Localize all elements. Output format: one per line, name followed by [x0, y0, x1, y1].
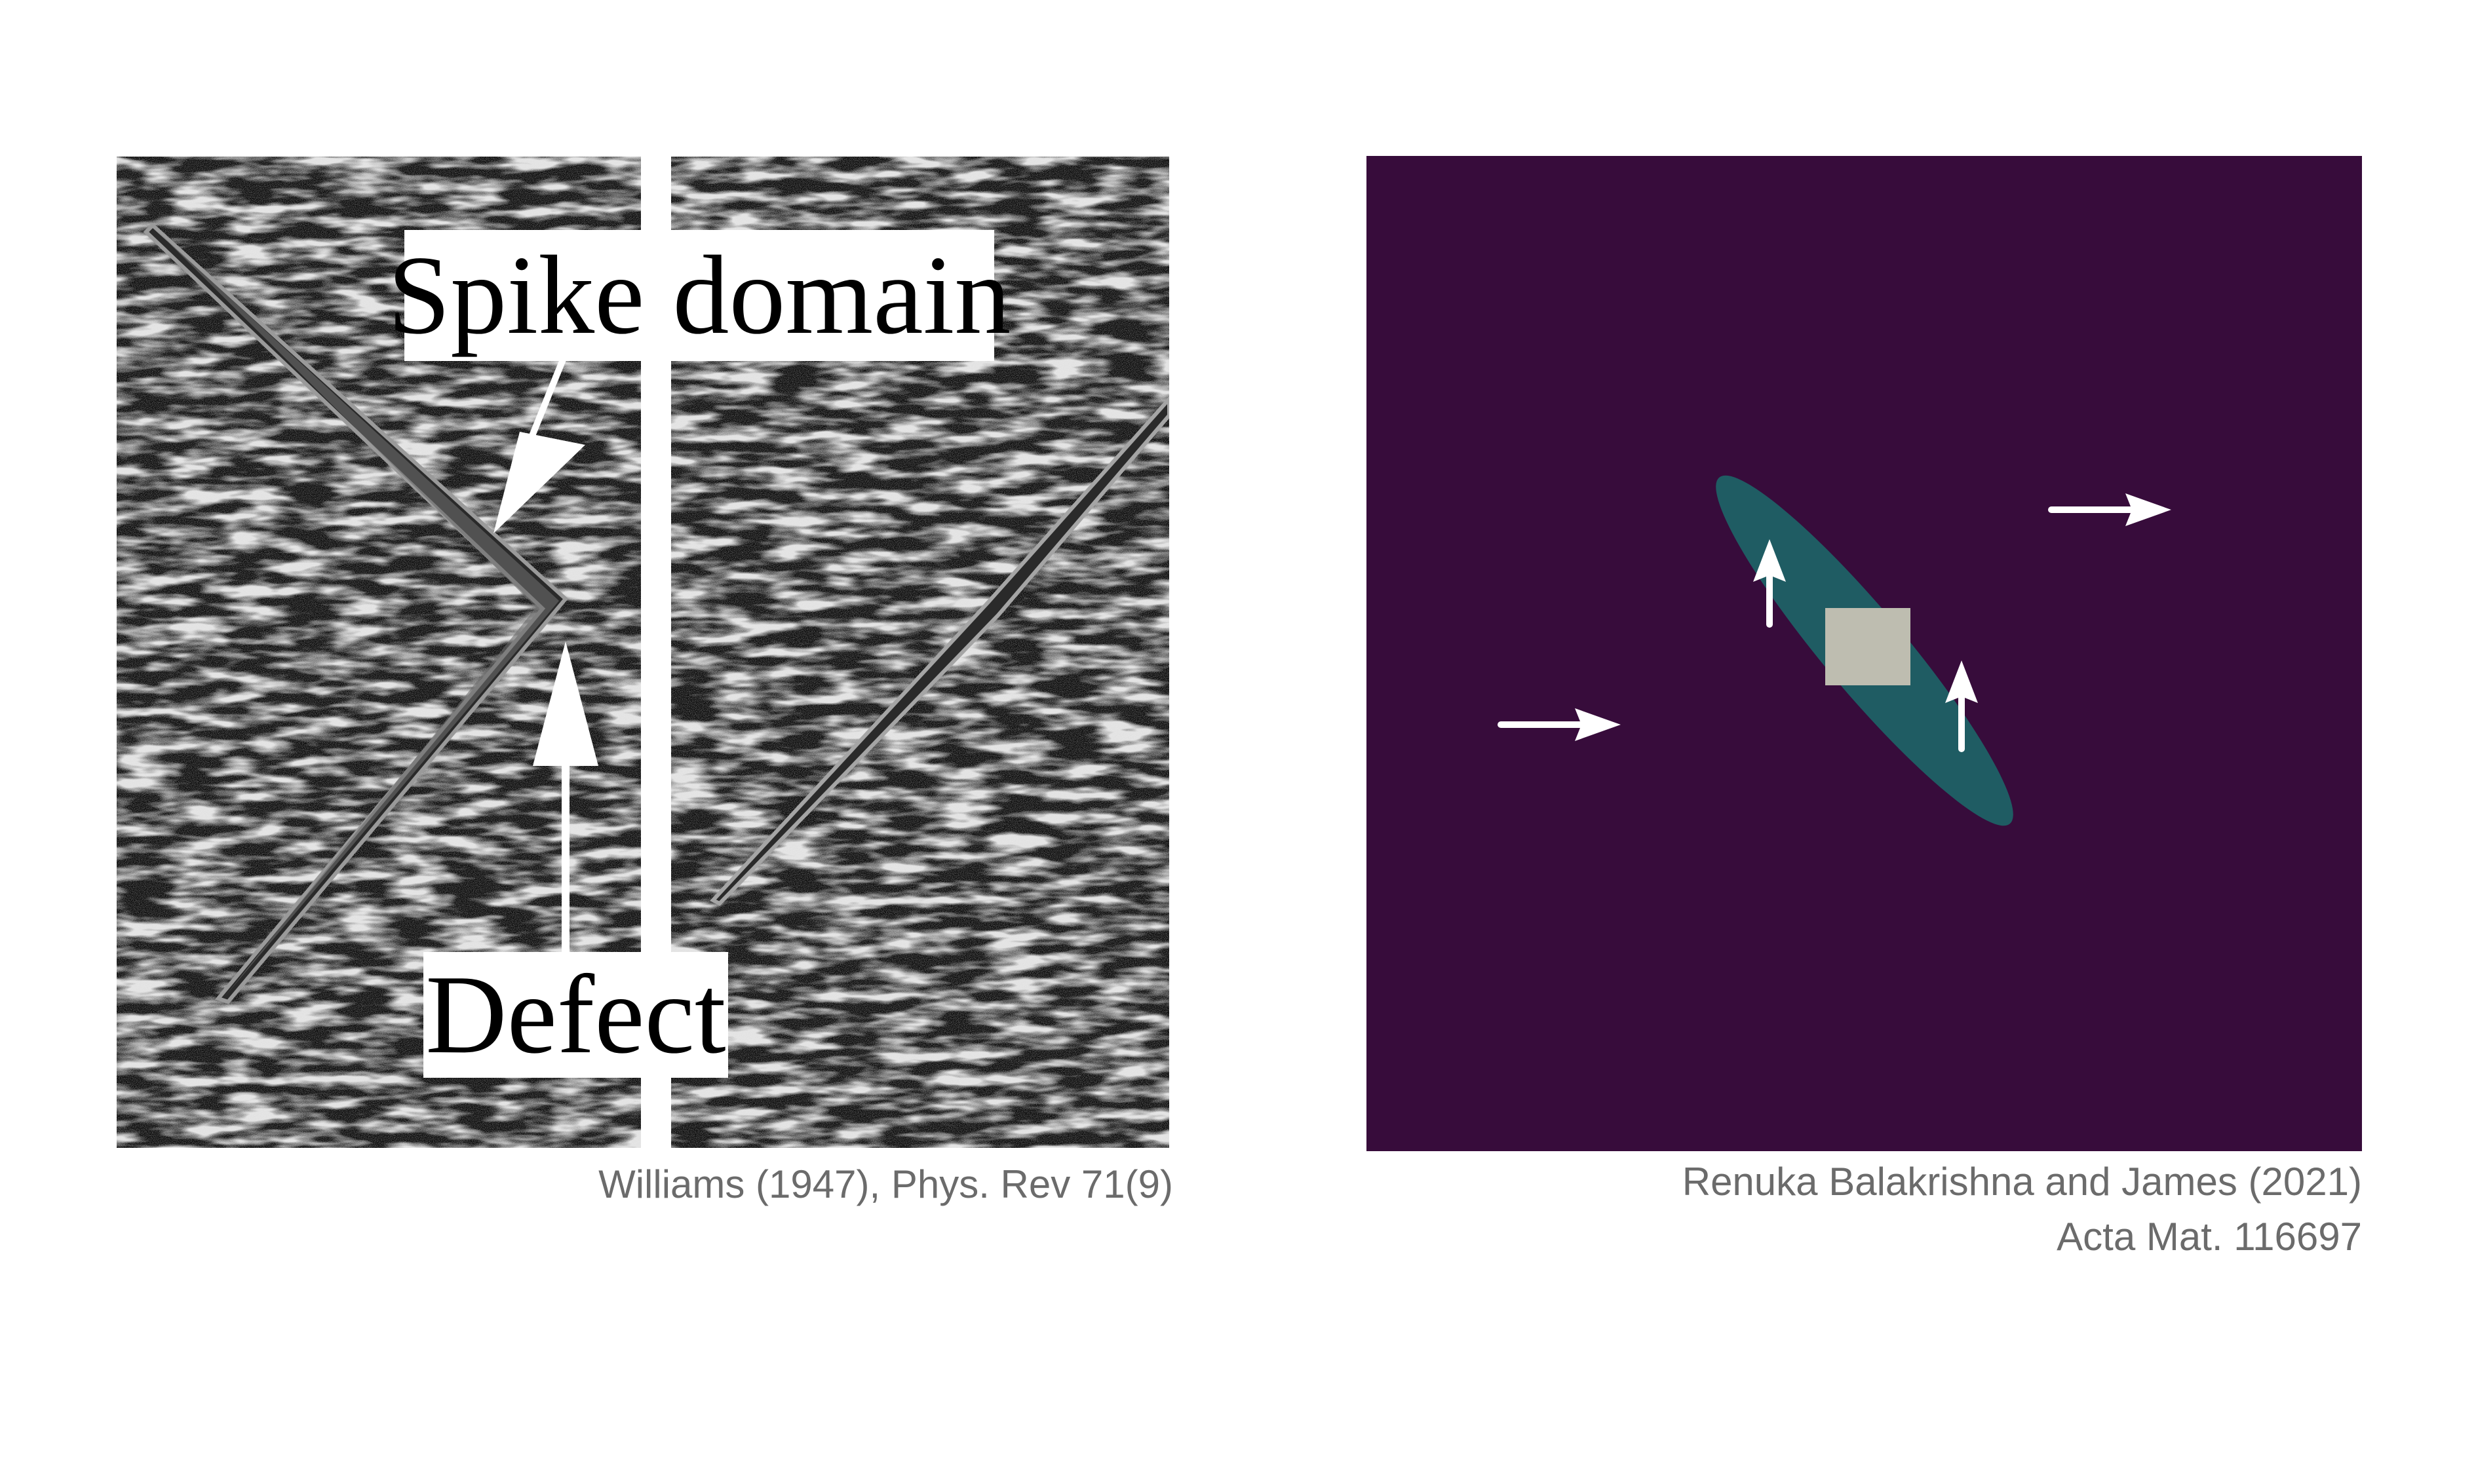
left-figure-caption: Williams (1947), Phys. Rev 71(9) — [598, 1162, 1173, 1206]
spike-domain-label: Spike domain — [388, 230, 1011, 361]
spike-domain-shape — [143, 222, 569, 1004]
simulation-drawing — [1366, 156, 2362, 1151]
spike-arrow — [493, 352, 585, 533]
right-spike-shape — [710, 396, 1169, 906]
right-figure-caption: Renuka Balakrishna and James (2021) Acta… — [1682, 1154, 2362, 1265]
micrograph-image: Spike domain Defect — [117, 157, 1169, 1148]
defect-square — [1825, 608, 1910, 685]
defect-arrow — [533, 641, 598, 959]
right-caption-line1: Renuka Balakrishna and James (2021) — [1682, 1160, 2362, 1204]
simulation-image — [1366, 156, 2362, 1151]
right-caption-line2: Acta Mat. 116697 — [2057, 1215, 2362, 1259]
defect-label: Defect — [423, 952, 728, 1078]
